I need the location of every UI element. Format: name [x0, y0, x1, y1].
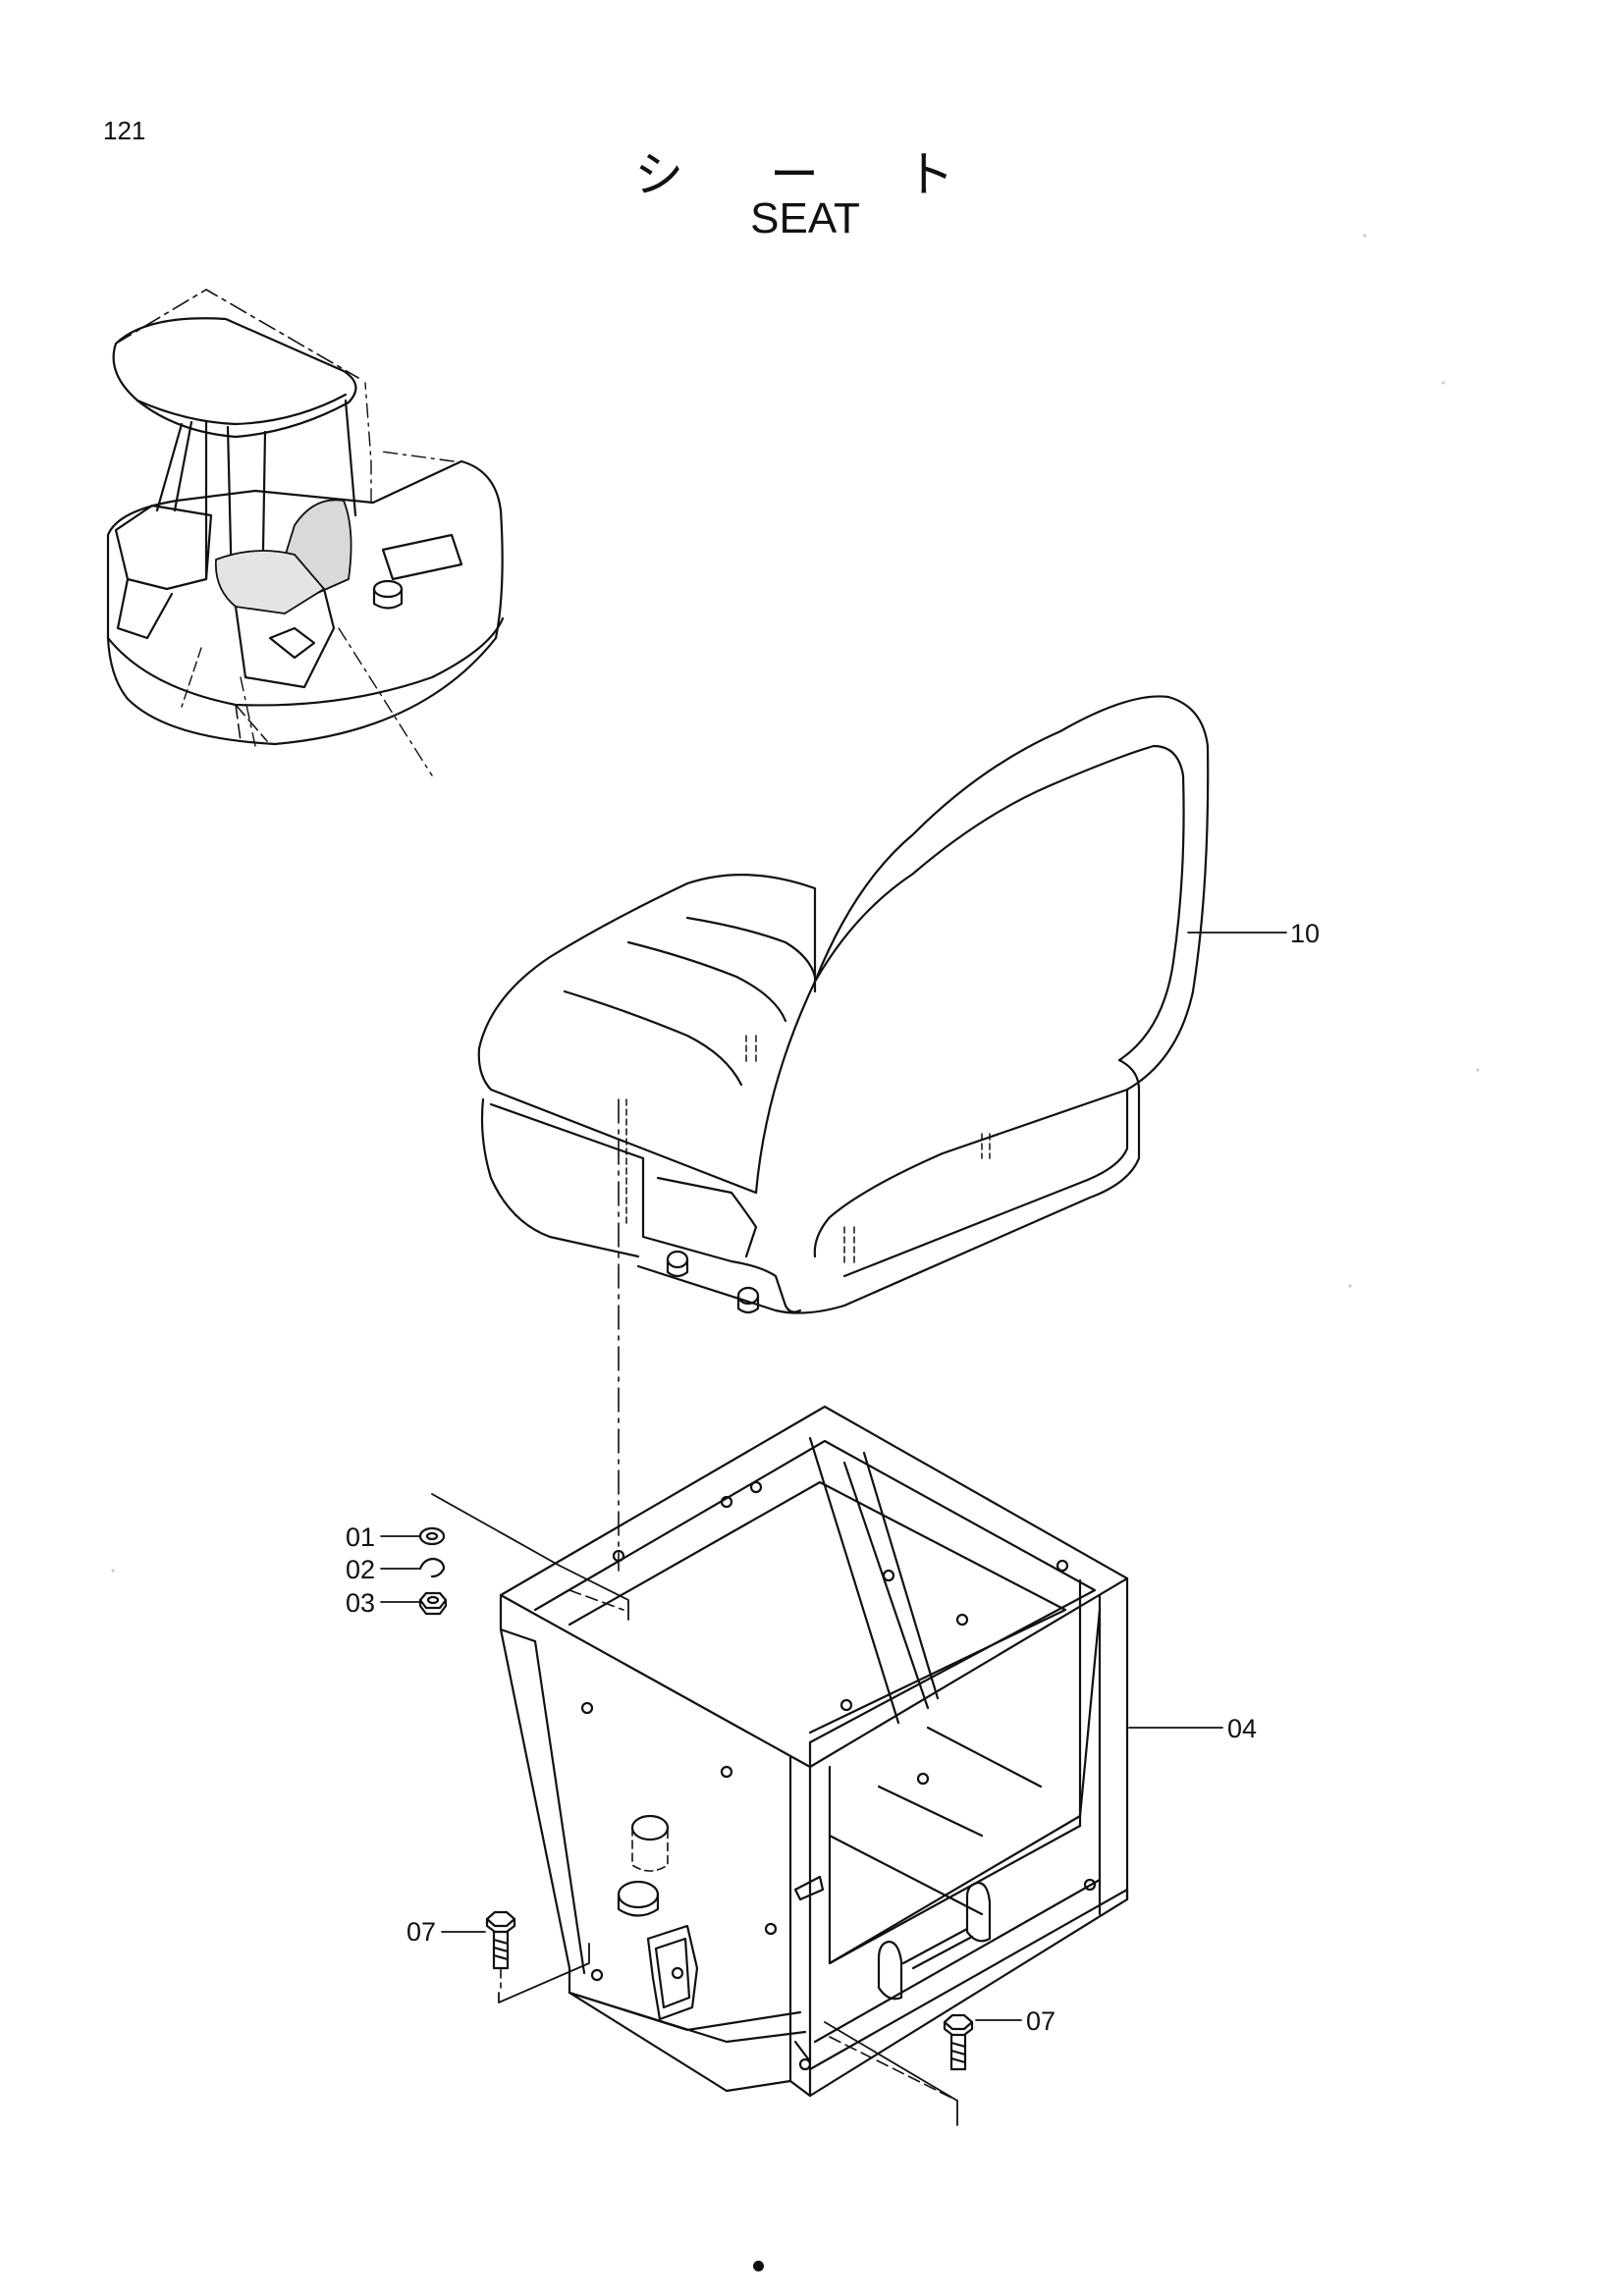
footer-dot	[753, 2261, 764, 2271]
callout-10: 10	[1290, 919, 1321, 948]
callout-01: 01	[346, 1522, 376, 1552]
page-number: 121	[103, 116, 146, 145]
washer-nut-hardware	[380, 1493, 629, 1621]
scan-specks	[111, 234, 1480, 1573]
seat-assembly-illustration	[477, 695, 1287, 1572]
bolt-07-left	[441, 1910, 590, 2003]
callout-02: 02	[346, 1555, 376, 1584]
callout-04: 04	[1227, 1714, 1258, 1743]
title-japanese: シ ー ト	[634, 146, 990, 203]
seat-stand-illustration	[499, 1405, 1223, 2098]
callout-07-left: 07	[406, 1917, 437, 1947]
callout-03: 03	[346, 1588, 376, 1618]
machine-overview-illustration	[106, 289, 505, 776]
callout-07-right: 07	[1026, 2006, 1056, 2036]
bolt-07-right	[824, 2013, 1022, 2126]
title-english: SEAT	[750, 194, 860, 242]
